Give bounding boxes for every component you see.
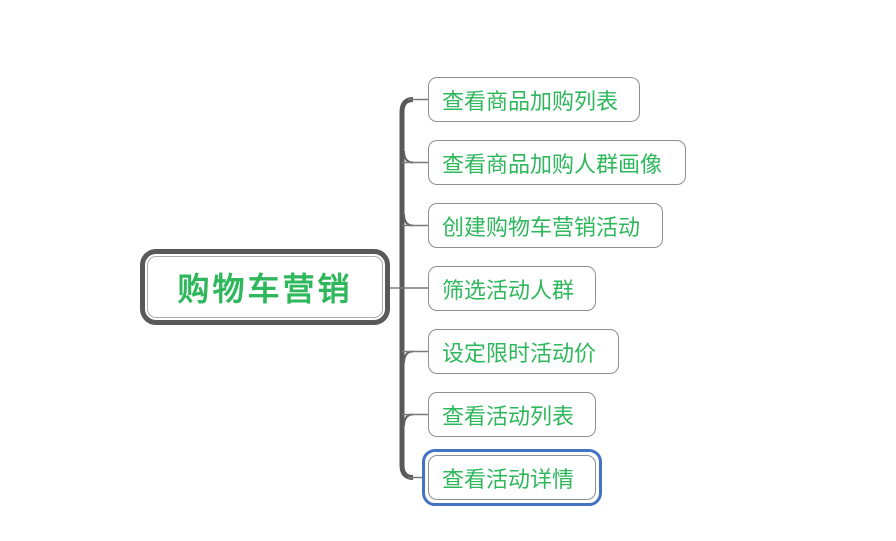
subtopic-node-7-selected[interactable]: 查看活动详情: [422, 449, 602, 506]
connector-elbow: [403, 413, 414, 427]
subtopic-label: 筛选活动人群: [442, 277, 575, 303]
subtopic-label: 查看商品加购列表: [442, 88, 619, 114]
connector-elbow: [403, 213, 414, 227]
subtopic-node-2[interactable]: 查看商品加购人群画像: [428, 140, 686, 185]
subtopic-node-5[interactable]: 设定限时活动价: [428, 329, 619, 374]
subtopic-node-4[interactable]: 筛选活动人群: [428, 266, 596, 311]
subtopic-label: 设定限时活动价: [442, 340, 597, 366]
subtopic-node-6[interactable]: 查看活动列表: [428, 392, 596, 437]
connector-trunk: [399, 97, 414, 480]
central-topic-label: 购物车营销: [177, 271, 353, 307]
connector-elbow: [403, 350, 414, 364]
connector-elbow: [403, 150, 414, 164]
central-topic[interactable]: 购物车营销: [140, 249, 390, 325]
subtopic-node-1[interactable]: 查看商品加购列表: [428, 77, 640, 122]
subtopic-label: 查看活动详情: [442, 466, 575, 492]
subtopic-label: 查看活动列表: [442, 403, 575, 429]
subtopic-label: 查看商品加购人群画像: [442, 151, 663, 177]
subtopic-label: 创建购物车营销活动: [442, 214, 641, 240]
subtopic-node-3[interactable]: 创建购物车营销活动: [428, 203, 663, 248]
